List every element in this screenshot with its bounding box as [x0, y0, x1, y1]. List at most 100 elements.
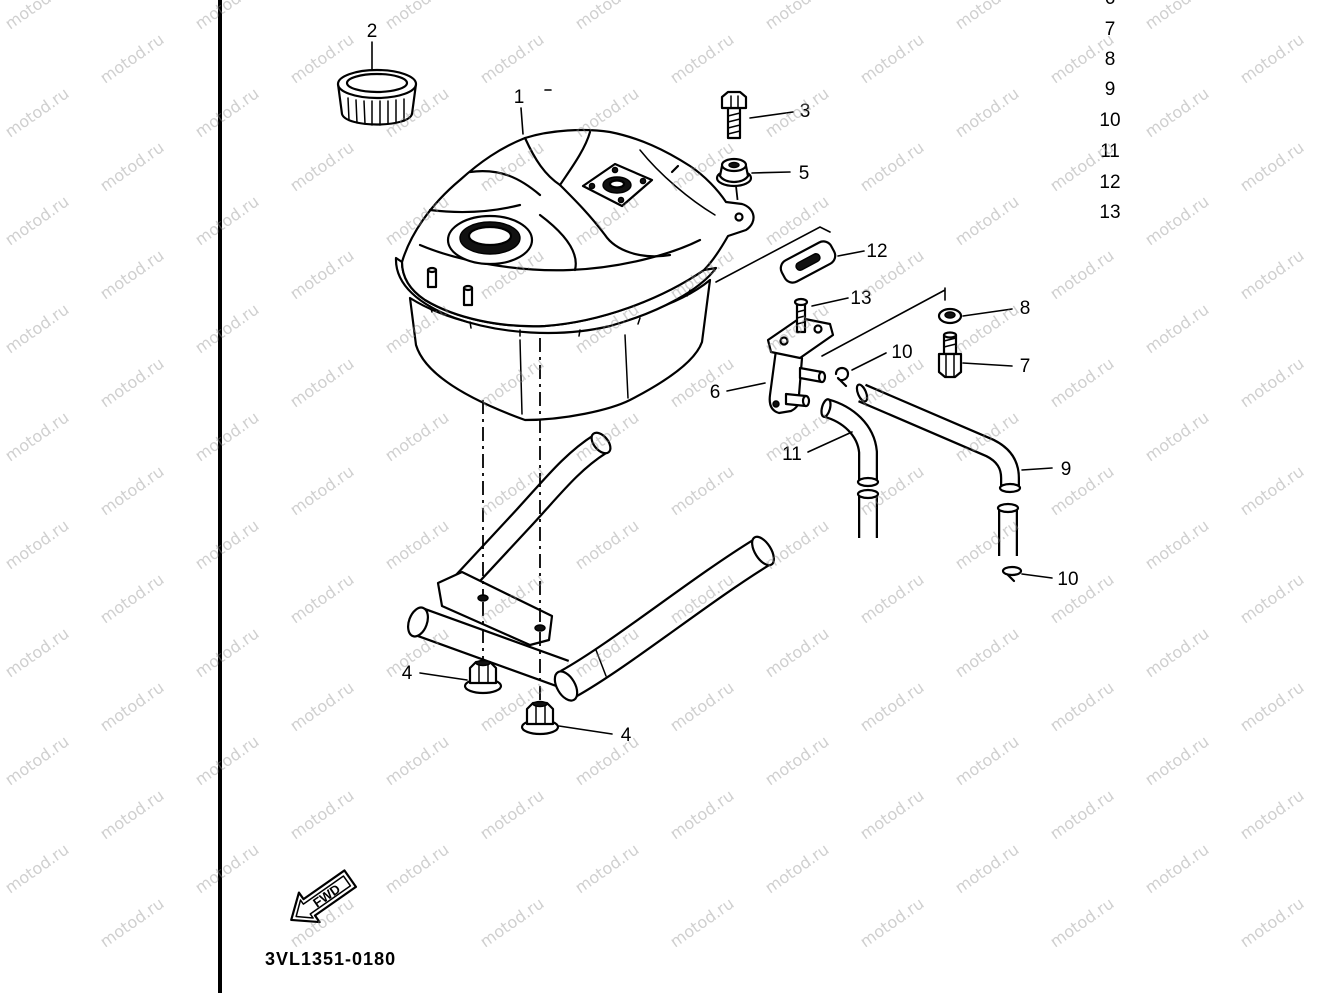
grommet [715, 157, 753, 188]
watermark-text: motod.ru [761, 624, 832, 682]
frame-front-tube-joint [553, 670, 579, 702]
watermark-text: motod.ru [96, 138, 167, 196]
watermark-text: motod.ru [286, 678, 357, 736]
watermark-text: motod.ru [666, 786, 737, 844]
tank-flange-hatch [429, 289, 691, 337]
watermark-text: motod.ru [476, 786, 547, 844]
watermark-text: motod.ru [96, 786, 167, 844]
watermark-text: motod.ru [191, 192, 262, 250]
watermark-text: motod.ru [191, 840, 262, 898]
tank-ridge-5 [538, 213, 577, 272]
watermark-text: motod.ru [666, 30, 737, 88]
watermark-text: motod.ru [1, 624, 72, 682]
watermark-text: motod.ru [1, 192, 72, 250]
watermark-text: motod.ru [1236, 462, 1307, 520]
watermark-text: motod.ru [286, 246, 357, 304]
watermark-text: motod.ru [96, 246, 167, 304]
tank-stud-left [426, 266, 438, 289]
callout-fuel-cock: 6 [710, 382, 721, 403]
callout-clip-upper: 10 [891, 342, 912, 363]
watermark-text: motod.ru [571, 840, 642, 898]
short-hose [820, 398, 880, 538]
watermark-text: motod.ru [571, 732, 642, 790]
watermark-text: motod.ru [1141, 516, 1212, 574]
watermark-text: motod.ru [96, 678, 167, 736]
frame [407, 431, 775, 702]
tank-lower-seam-right [624, 334, 629, 399]
cock-plate-hole [779, 336, 789, 346]
bolt-thread [943, 337, 957, 348]
index-column: 6 7 8 9 10 11 12 13 [1099, 0, 1120, 223]
callout-nut-left: 4 [402, 663, 413, 684]
callout-nut-right: 4 [621, 725, 632, 746]
left-border-rule [218, 0, 222, 993]
watermark-text: motod.ru [1, 840, 72, 898]
frame-front-tube-seam [595, 649, 607, 677]
leader-lines [371, 41, 1053, 735]
watermark-text: motod.ru [1141, 84, 1212, 142]
watermark-text: motod.ru [1236, 246, 1307, 304]
watermark-text: motod.ru [96, 354, 167, 412]
nut-right [520, 700, 560, 736]
watermark-text: motod.ru [761, 840, 832, 898]
index-number: 8 [1105, 49, 1116, 70]
callout-labels: 1 2 3 5 12 13 8 10 7 6 11 9 10 4 4 [367, 21, 1079, 746]
watermark-text: motod.ru [856, 786, 927, 844]
watermark-text: motod.ru [951, 0, 1022, 33]
watermark-text: motod.ru [1, 84, 72, 142]
tank-pump-plate-screw [611, 166, 619, 174]
tank-pump-plate-screw [639, 177, 647, 185]
watermark-text: motod.ru [286, 462, 357, 520]
watermark-text: motod.ru [1046, 246, 1117, 304]
watermark-text: motod.ru [1141, 300, 1212, 358]
watermark-text: motod.ru [951, 732, 1022, 790]
watermark-text: motod.ru [381, 408, 452, 466]
grommet-hole [728, 161, 740, 169]
watermark-text: motod.ru [381, 0, 452, 33]
guide-line-gasket [715, 226, 831, 283]
watermark-text: motod.ru [1236, 354, 1307, 412]
cap-top-inner [345, 72, 409, 94]
watermark-text: motod.ru [1, 0, 72, 33]
watermark-text: motod.ru [1046, 678, 1117, 736]
watermark-text: motod.ru [666, 678, 737, 736]
bolt-hex-head [937, 352, 963, 379]
cock-outlet-upper [798, 366, 827, 384]
watermark-text: motod.ru [96, 570, 167, 628]
gasket-slot [795, 253, 821, 271]
cock-lever-pivot [772, 400, 780, 408]
screw [793, 297, 809, 334]
watermark-text: motod.ru [1, 408, 72, 466]
cock-plate-hole [813, 324, 823, 334]
nut-left [463, 659, 503, 695]
watermark-text: motod.ru [951, 192, 1022, 250]
watermark-text: motod.ru [191, 0, 262, 33]
tank-ridge-6 [428, 203, 522, 214]
watermark-text: motod.ru [191, 408, 262, 466]
watermark-text: motod.ru [571, 516, 642, 574]
watermark-text: motod.ru [476, 894, 547, 952]
watermark-text: motod.ru [286, 354, 357, 412]
watermark-text: motod.ru [1236, 30, 1307, 88]
tank-ridge-4 [558, 183, 672, 258]
watermark-text: motod.ru [191, 624, 262, 682]
watermark-text: motod.ru [191, 84, 262, 142]
watermark-text: motod.ru [951, 624, 1022, 682]
watermark-text: motod.ru [381, 732, 452, 790]
tank-filler-bore [467, 225, 513, 247]
callout-tank-cap: 2 [367, 21, 378, 42]
frame-upper-tube-fill [447, 435, 606, 599]
gasket [779, 240, 837, 284]
watermark-text: motod.ru [1046, 786, 1117, 844]
tank-ridge-3 [558, 130, 592, 187]
watermark-text: motod.ru [191, 732, 262, 790]
watermark-text: motod.ru [191, 516, 262, 574]
tank-rear-wall-line [639, 149, 716, 216]
drawing-code: 3VL1351-0180 [265, 949, 396, 969]
screw-head [793, 297, 809, 307]
tank-bolt [720, 90, 748, 140]
tank-stud-right [462, 284, 474, 307]
frame-crossmember-left-end [407, 606, 429, 638]
watermark-text: motod.ru [1236, 786, 1307, 844]
watermark-text: motod.ru [96, 894, 167, 952]
